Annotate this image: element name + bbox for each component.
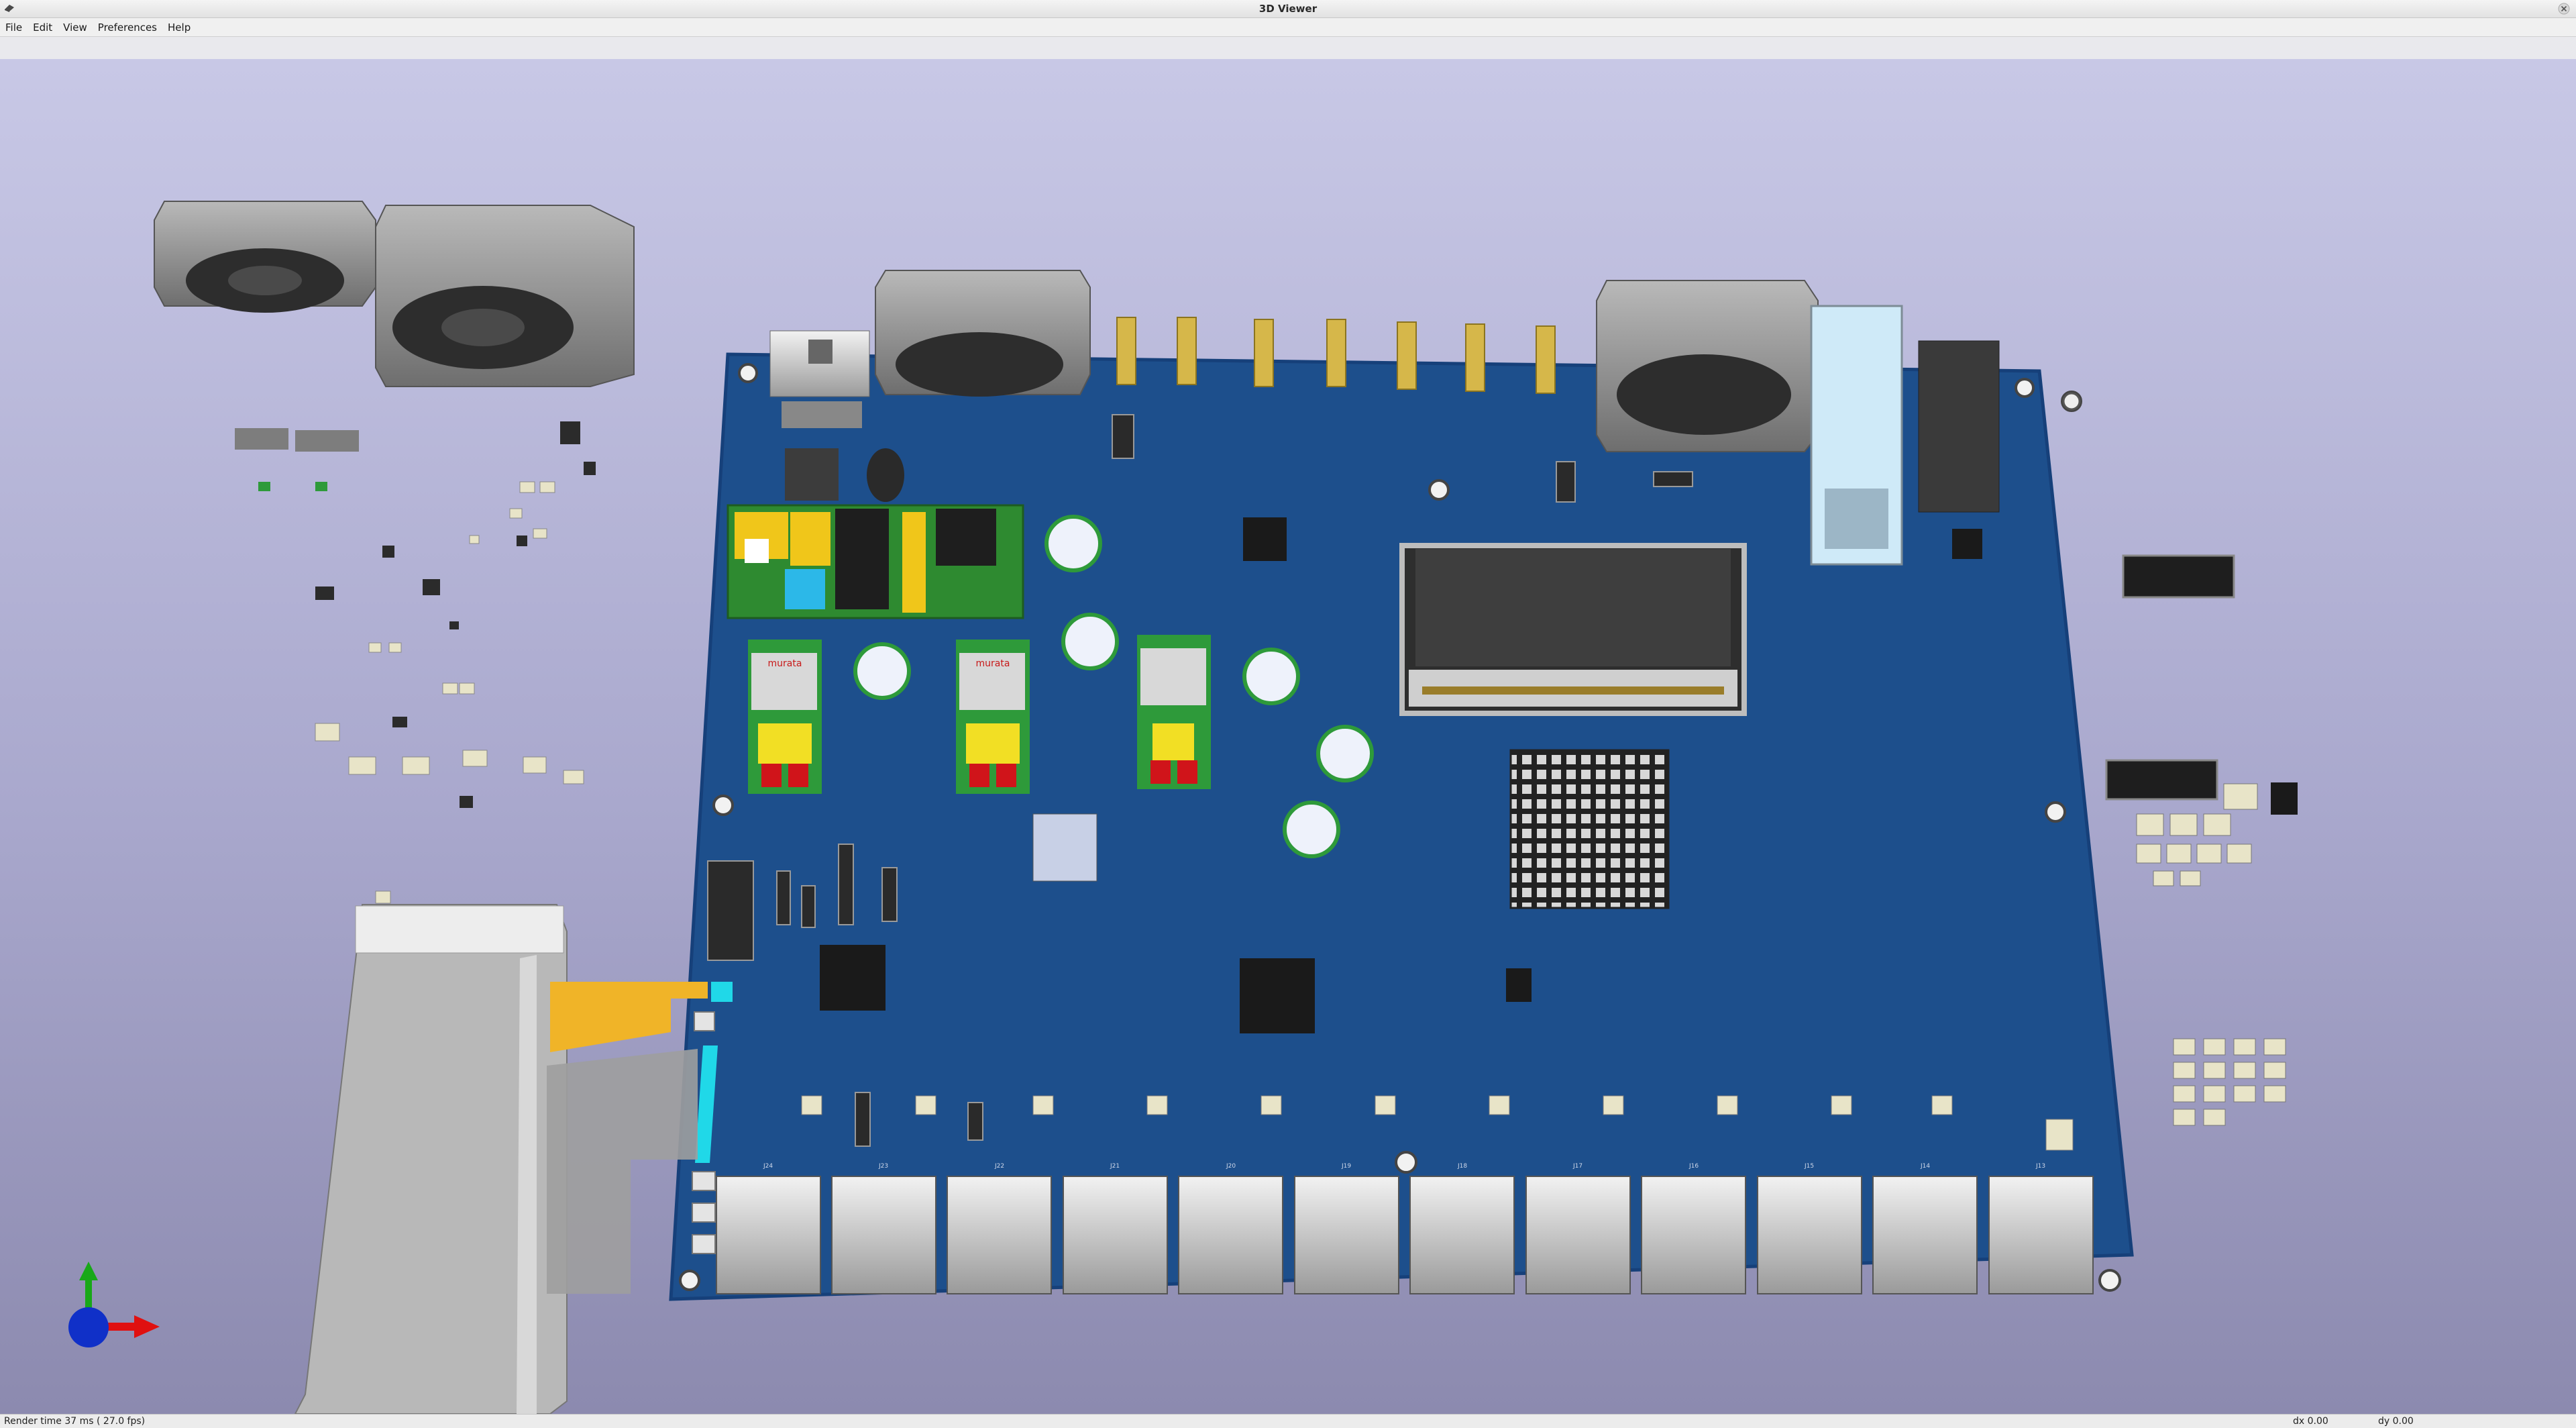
- power-module-murata-2: murata: [956, 640, 1030, 794]
- render-time-text: Render time 37 ms ( 27.0 fps): [4, 1416, 146, 1427]
- sas-connector-7: [1409, 1176, 1515, 1294]
- floating-module: [294, 904, 733, 1415]
- pin-headers: [707, 414, 1693, 1147]
- sas-connector-1: [716, 1176, 821, 1294]
- dx-readout: dx 0.00: [2293, 1416, 2328, 1427]
- sas-connector-8: [1525, 1176, 1631, 1294]
- label-j14: J14: [1920, 1163, 1930, 1170]
- sas-connector-10: [1757, 1176, 1862, 1294]
- inductors: [853, 515, 1374, 858]
- status-bar: Render time 37 ms ( 27.0 fps) dx 0.00 dy…: [0, 1414, 2576, 1428]
- power-module: [727, 448, 1024, 619]
- label-j22: J22: [994, 1163, 1004, 1170]
- axis-gizmo-icon[interactable]: [68, 1262, 160, 1347]
- menu-edit[interactable]: Edit: [33, 21, 53, 34]
- label-j19: J19: [1341, 1163, 1351, 1170]
- close-icon[interactable]: [2557, 2, 2571, 15]
- 3d-viewport[interactable]: murata murata: [0, 59, 2576, 1415]
- murata-logo-2: murata: [976, 658, 1010, 669]
- heatsink: [1509, 749, 1670, 909]
- label-j23: J23: [878, 1163, 888, 1170]
- toolbar-area: [0, 37, 2576, 60]
- floating-components-right: [2062, 392, 2298, 1126]
- capacitor-row: [801, 1095, 2074, 1151]
- power-connector: [769, 330, 870, 428]
- menu-help[interactable]: Help: [168, 21, 191, 34]
- window-title: 3D Viewer: [1258, 3, 1318, 15]
- sas-connector-4: [1063, 1176, 1168, 1294]
- power-module-murata-3: [1137, 635, 1211, 789]
- label-j13: J13: [2035, 1163, 2045, 1170]
- fan-board-2: [1596, 280, 1819, 452]
- mounting-holes: [679, 363, 2121, 1292]
- dy-readout: dy 0.00: [2378, 1416, 2414, 1427]
- sas-connectors: [716, 1176, 2094, 1294]
- label-j15: J15: [1804, 1163, 1814, 1170]
- label-j18: J18: [1457, 1163, 1467, 1170]
- fan-left-2: [375, 205, 635, 387]
- sas-connector-12: [1988, 1176, 2094, 1294]
- sas-connector-9: [1641, 1176, 1746, 1294]
- label-j24: J24: [763, 1163, 773, 1170]
- menu-file[interactable]: File: [5, 21, 23, 34]
- fan-board-1: [875, 270, 1091, 397]
- murata-logo-1: murata: [768, 658, 802, 669]
- ic-chips: [820, 517, 1982, 1033]
- menu-view[interactable]: View: [63, 21, 87, 34]
- sas-connector-5: [1178, 1176, 1283, 1294]
- label-j21: J21: [1110, 1163, 1120, 1170]
- fan-left-1: [154, 201, 376, 313]
- menu-bar: File Edit View Preferences Help: [0, 18, 2576, 37]
- tact-switches: [692, 1011, 716, 1254]
- sas-connector-3: [947, 1176, 1052, 1294]
- pcb-3d-scene: murata murata: [68, 201, 2298, 1415]
- sas-connector-11: [1872, 1176, 1978, 1294]
- menu-preferences[interactable]: Preferences: [97, 21, 158, 34]
- sma-connectors: [1116, 317, 1556, 394]
- app-icon: [5, 5, 14, 12]
- sfp-cage: [1810, 305, 2000, 566]
- label-j20: J20: [1226, 1163, 1236, 1170]
- label-j17: J17: [1572, 1163, 1582, 1170]
- sas-connector-6: [1294, 1176, 1399, 1294]
- floating-components-left: [235, 421, 596, 904]
- sodimm-slot: [1399, 543, 1747, 716]
- title-bar: 3D Viewer: [0, 0, 2576, 18]
- sas-connector-2: [831, 1176, 936, 1294]
- label-j16: J16: [1688, 1163, 1699, 1170]
- sas-connector-labels: J24 J23 J22 J21 J20 J19 J18 J17 J16 J15 …: [763, 1163, 2045, 1170]
- power-module-murata-1: murata: [748, 640, 822, 794]
